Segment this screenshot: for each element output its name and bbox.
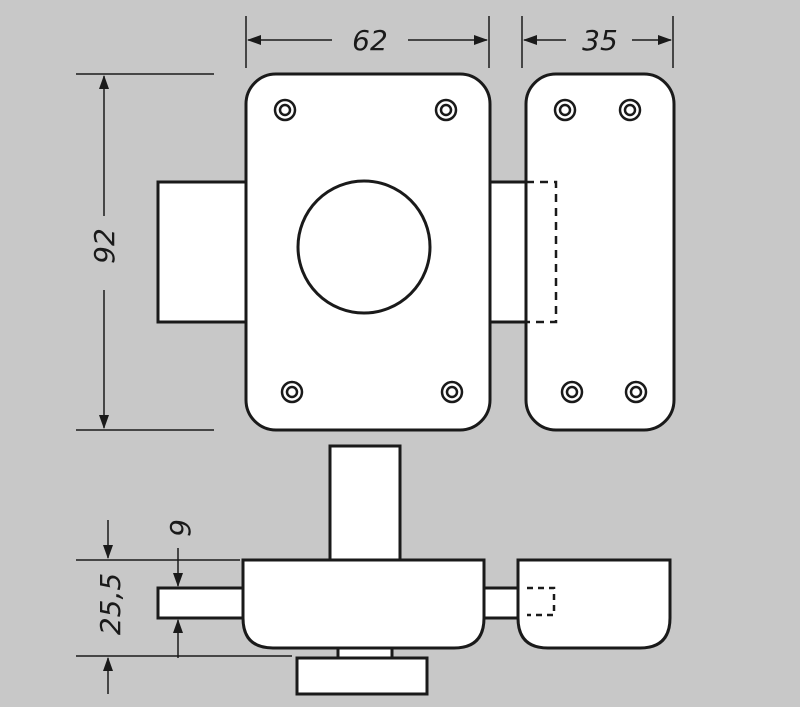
label-body-depth: 25,5 [94, 573, 127, 635]
label-keeper-width: 35 [582, 24, 618, 57]
cylinder-circle [296, 179, 432, 315]
dim-height [76, 73, 214, 431]
side-hidden-bolt [527, 586, 556, 617]
dim-keeper-width [521, 16, 674, 68]
knob-shaft [328, 444, 402, 562]
label-lock-width: 62 [352, 24, 388, 57]
side-lock-body [241, 558, 486, 650]
keeper-plate [524, 72, 676, 432]
bottom-view [156, 444, 672, 696]
dim-lock-width [245, 16, 490, 68]
label-bolt-thickness: 9 [164, 519, 197, 537]
hidden-bolt-outline [526, 180, 558, 324]
side-left-bolt [156, 586, 246, 620]
label-height: 92 [88, 228, 121, 264]
side-right-bolt [481, 586, 520, 620]
dim-body-depth [76, 520, 292, 694]
front-view [156, 72, 676, 432]
side-keeper [516, 558, 672, 650]
body-screws [273, 98, 464, 404]
thumb-turn [295, 656, 429, 696]
keeper-screws [553, 98, 648, 404]
dim-bolt-thickness [168, 548, 240, 658]
left-bolt [156, 180, 248, 324]
bolt-bridge [486, 180, 528, 324]
